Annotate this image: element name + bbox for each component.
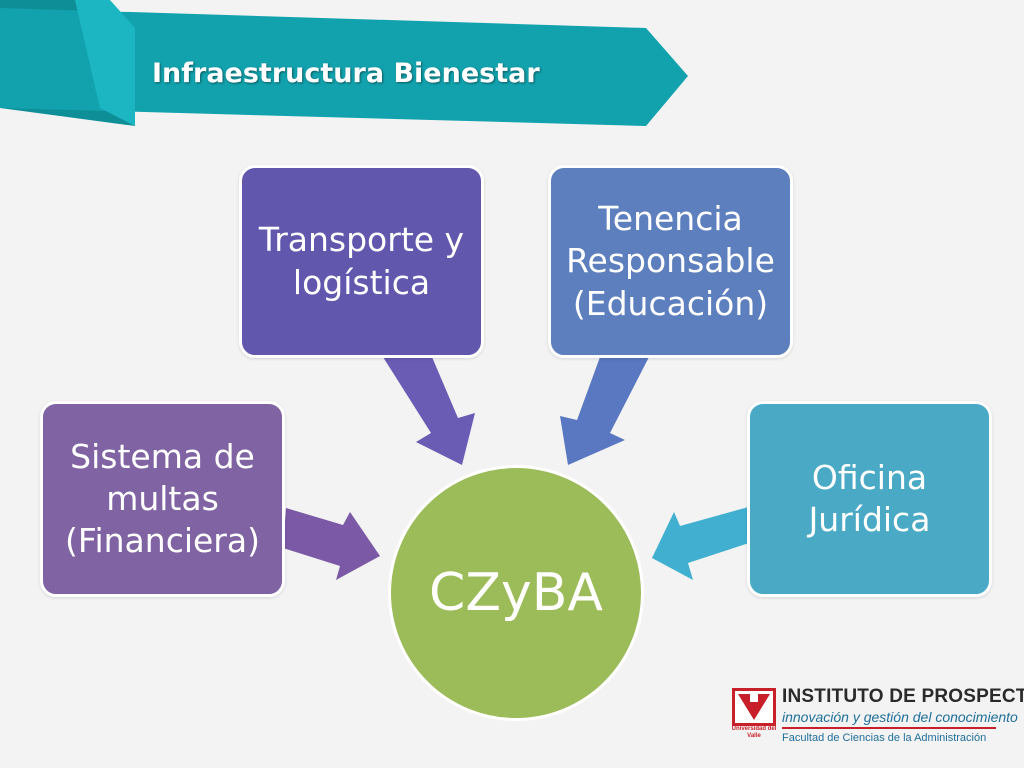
university-crest-icon xyxy=(732,688,776,726)
node-multas-line-1: Sistema de xyxy=(70,436,255,476)
title-banner xyxy=(0,8,688,126)
arrow-from-tenencia xyxy=(560,357,649,465)
arrow-from-juridica xyxy=(652,506,752,580)
node-juridica: Oficina Jurídica xyxy=(747,401,992,597)
node-tenencia-line-3: (Educación) xyxy=(572,283,769,323)
center-node-label: CZyBA xyxy=(429,563,603,623)
logo-divider xyxy=(782,727,996,729)
faculty-name: Facultad de Ciencias de la Administració… xyxy=(782,732,987,744)
node-transporte: Transporte y logística xyxy=(239,165,484,358)
title-banner-flap xyxy=(75,0,135,126)
node-tenencia-line-2: Responsable xyxy=(566,241,775,281)
node-juridica-line-2: Jurídica xyxy=(808,500,931,539)
page-title: Infraestructura Bienestar xyxy=(152,58,540,89)
university-name: Universidad del Valle xyxy=(731,726,777,739)
institute-name: INSTITUTO DE PROSPECTIVA xyxy=(782,686,1024,707)
institute-tagline: innovación y gestión del conocimiento xyxy=(782,709,1018,725)
node-transporte-line-1: Transporte y xyxy=(258,220,465,260)
node-transporte-line-2: logística xyxy=(292,262,431,302)
node-tenencia-line-1: Tenencia xyxy=(598,199,743,239)
node-multas: Sistema de multas (Financiera) xyxy=(40,401,285,597)
node-multas-line-3: (Financiera) xyxy=(65,521,260,561)
node-juridica-line-1: Oficina xyxy=(811,457,928,497)
node-tenencia: Tenencia Responsable (Educación) xyxy=(548,165,793,358)
arrow-from-transporte xyxy=(383,357,475,465)
center-node-czyba: CZyBA xyxy=(388,465,644,721)
institute-logo: Universidad del Valle INSTITUTO DE PROSP… xyxy=(732,686,1024,746)
node-multas-line-2: multas xyxy=(106,478,219,518)
arrow-from-multas xyxy=(283,508,380,580)
